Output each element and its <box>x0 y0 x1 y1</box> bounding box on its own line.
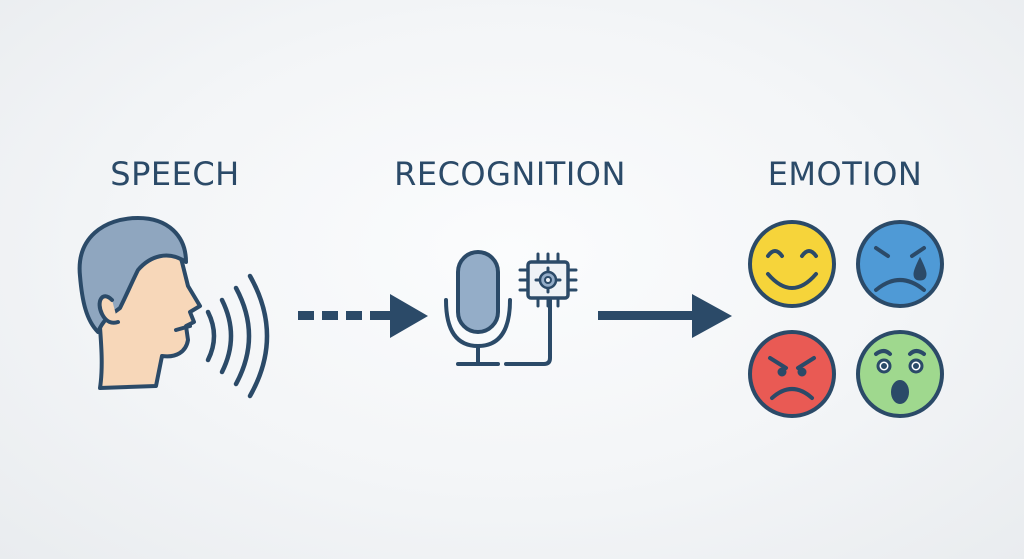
solid-arrow-icon <box>598 294 732 338</box>
speaking-head-icon <box>77 216 202 390</box>
mic-capsule <box>456 250 500 334</box>
mic-cable <box>504 298 552 366</box>
surprised-face-icon <box>856 330 944 418</box>
dash-4 <box>370 311 396 320</box>
dash-3 <box>346 311 362 320</box>
dash-1 <box>298 311 314 320</box>
solid-arrow-shaft <box>598 311 698 320</box>
dashed-arrow-icon <box>298 294 428 338</box>
wave-1 <box>205 309 217 363</box>
solid-arrow-head <box>692 294 732 338</box>
sad-face-icon <box>856 220 944 308</box>
angry-face-icon <box>748 330 836 418</box>
gear-icon <box>534 266 562 294</box>
dashed-arrow-head <box>390 294 428 338</box>
ear-shape <box>97 294 120 325</box>
wave-4 <box>247 273 270 399</box>
mouth-line <box>174 324 192 332</box>
microphone-icon <box>444 250 552 366</box>
tear-drop <box>913 256 927 281</box>
recognition-label: RECOGNITION <box>394 155 626 193</box>
wave-2 <box>219 297 234 375</box>
dash-2 <box>322 311 338 320</box>
sound-waves-icon <box>205 273 270 399</box>
happy-face-icon <box>748 220 836 308</box>
processor-chip-icon <box>518 252 578 308</box>
emotion-label: EMOTION <box>767 155 923 193</box>
speech-label: SPEECH <box>110 155 240 193</box>
wave-3 <box>233 285 252 387</box>
